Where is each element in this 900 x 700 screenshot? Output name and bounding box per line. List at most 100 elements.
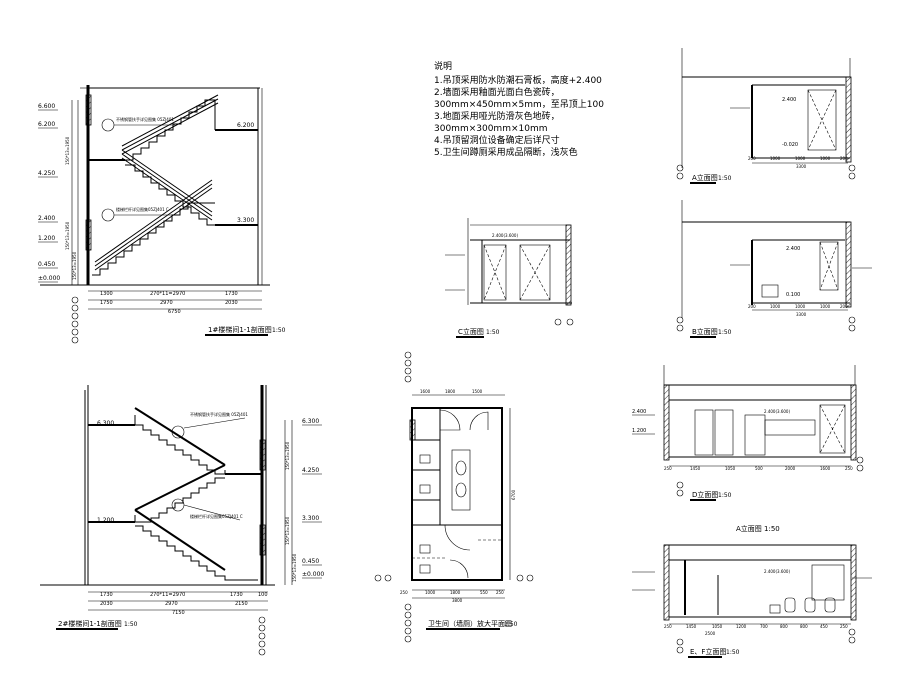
stair1-scale: 1:50: [272, 327, 286, 334]
svg-text:6.200: 6.200: [38, 121, 55, 128]
stair2-levels: 6.300 4.250 3.300 0.450 ±0.000: [302, 418, 324, 579]
stair1-flight-3: [125, 99, 216, 161]
elevA-dim-3: 1000: [795, 156, 806, 161]
stair1-tag-2: 3.300: [237, 217, 254, 224]
svg-text:4.250: 4.250: [302, 467, 319, 474]
elevD-dim-4: 500: [755, 466, 763, 471]
stair2-section: 不锈钢管扶手详见图集 05ZJ401 楼梯栏杆详见图集05ZJ401 C 6.3…: [40, 385, 324, 656]
stair1-window-top: [85, 94, 92, 126]
stair1-dim-top-2: 270*11=2970: [150, 291, 185, 297]
stair2-callout-2: 楼梯栏杆详见图集05ZJ401 C: [190, 513, 243, 519]
elevA-title: A立面图: [692, 173, 718, 182]
elevD-dim-5: 2000: [785, 466, 796, 471]
svg-text:1.200: 1.200: [38, 235, 55, 242]
stair2-flight-1: [135, 424, 225, 475]
svg-text:±0.000: ±0.000: [302, 571, 324, 578]
stair1-vdim-2: 150*13=1950: [65, 221, 70, 250]
elevA-dim-4: 1000: [820, 156, 831, 161]
elevB-level-2: 0.100: [786, 292, 800, 298]
elevB-section: 2.400 0.100 200 1000 1000 1000 200 3300 …: [676, 200, 872, 338]
elevD-title: D立面图: [692, 490, 718, 499]
elevC-level: 2.400(3.600): [492, 233, 518, 238]
plan-title: 卫生间（墙厕）放大平面图: [428, 619, 512, 628]
elevA-level-1: 2.400: [782, 97, 796, 103]
stair2-flight-2: [135, 477, 225, 523]
plan-axis-bubbles-top: [404, 351, 412, 383]
elevD-dim-7: 250: [845, 466, 853, 471]
elevB-dim-1: 200: [748, 304, 756, 309]
svg-text:2.400: 2.400: [38, 215, 55, 222]
stair2-scale: 1:50: [124, 621, 138, 628]
stair2-level-left-low: 1.200: [97, 517, 114, 524]
stair1-dim-mid-3: 2030: [225, 300, 238, 306]
elevC-title: C立面图: [458, 327, 484, 336]
stair1-vdim-1: 150*13=1950: [65, 136, 70, 165]
stair2-handrails: [134, 407, 226, 571]
elevB-dim-2: 1000: [770, 304, 781, 309]
elevEF-dim-8: 450: [820, 624, 828, 629]
elevEF-dim-4: 1200: [736, 624, 747, 629]
stair1-dim-total: 6750: [168, 309, 181, 315]
stair1-dim-mid-1: 1750: [100, 300, 113, 306]
stair2-dim-extra: 100: [258, 592, 268, 598]
svg-text:±0.000: ±0.000: [38, 275, 60, 282]
svg-text:6.300: 6.300: [302, 418, 319, 425]
notes-title: 说明: [434, 60, 452, 72]
elevB-dim-3: 1000: [795, 304, 806, 309]
elevC-section: 2.400(3.600) C立面图 1:50: [445, 218, 574, 338]
note-line-3: 300mm×450mm×5mm，至吊顶上100: [434, 99, 604, 110]
stair1-callout-1: 不锈钢管扶手详见图集 05ZJ401: [116, 116, 174, 122]
plan-dim-b1: 250: [400, 590, 408, 595]
elevEF-subtitle: A立面图 1:50: [736, 524, 780, 533]
elevB-dim-total: 3300: [796, 312, 807, 317]
elevD-level-1: 2.400(3.600): [764, 409, 790, 414]
plan-scale: 1:50: [504, 621, 518, 628]
svg-text:6.600: 6.600: [38, 103, 55, 110]
note-line-2: 2.墙面采用釉面光面白色瓷砖，: [434, 86, 560, 98]
stair2-level-left-top: 6.300: [97, 420, 114, 427]
stair1-levels: 6.600 6.200 4.250 2.400 1.200 0.450 ±0.0…: [38, 103, 60, 283]
note-line-5: 300mm×300mm×10mm: [434, 124, 548, 134]
elevEF-dim-7: 800: [800, 624, 808, 629]
plan-dim-top-2: 1800: [445, 389, 456, 394]
plan-dim-b5: 250: [496, 590, 504, 595]
elevD-dim-2: 1450: [690, 466, 701, 471]
elevEF-dim-3: 1050: [712, 624, 723, 629]
stair1-callout-1-circle: [101, 118, 115, 132]
elevB-dim-5: 200: [840, 304, 848, 309]
stair2-title: 2#楼梯间1-1剖面图: [58, 619, 122, 628]
plan-axis-bubbles-bottom: [404, 603, 412, 643]
stair2-flight-3: [135, 525, 258, 581]
note-line-7: 5.卫生间蹲厕采用成品隔断，浅灰色: [434, 146, 578, 158]
plan-dim-total: 3800: [452, 598, 463, 603]
plan-outer-walls: [411, 407, 503, 581]
elevB-title: B立面图: [692, 327, 718, 336]
stair2-vdim-1: 150*13=1950: [285, 441, 290, 470]
stair1-flight-2: [125, 164, 215, 226]
stair1-window-low: [85, 219, 92, 251]
stair1-title: 1#楼梯间1-1剖面图: [208, 325, 272, 334]
elevEF-dim-6: 800: [780, 624, 788, 629]
stair2-vdim-2: 150*13=1950: [285, 516, 290, 545]
elevC-scale: 1:50: [486, 329, 500, 336]
elevEF-section: A立面图 1:50 2.400(3.600) 250 1450 1050 120…: [632, 524, 872, 658]
elevA-scale: 1:50: [718, 175, 732, 182]
elevEF-dim-total: 2500: [705, 631, 716, 636]
elevA-level-2: -0.020: [782, 142, 798, 148]
elevD-dim-3: 1050: [725, 466, 736, 471]
elevA-dim-1: 200: [748, 156, 756, 161]
elevD-vanity: [764, 419, 816, 436]
stair1-callout-2-circle: [101, 208, 115, 222]
elevB-scale: 1:50: [718, 329, 732, 336]
elevEF-dim-1: 250: [664, 624, 672, 629]
stair2-callout-1: 不锈钢管扶手详见图集 05ZJ401: [190, 411, 248, 417]
stair2-dim-mid-1: 2030: [100, 601, 113, 607]
stair1-dim-top-1: 1300: [100, 291, 113, 297]
stair2-dim-total: 7150: [172, 610, 185, 616]
stair2-dim-top-1: 1730: [100, 592, 113, 598]
toilet-plan: 1600 1800 1500 6700: [374, 351, 534, 643]
stair1-section: 不锈钢管扶手详见图集 05ZJ401 楼梯栏杆详见图集05ZJ401 C 6.2…: [38, 85, 286, 344]
elevEF-urinals: [784, 597, 836, 613]
elevD-stall-doors: [694, 409, 766, 456]
stair1-axis-bubbles: [71, 296, 79, 344]
